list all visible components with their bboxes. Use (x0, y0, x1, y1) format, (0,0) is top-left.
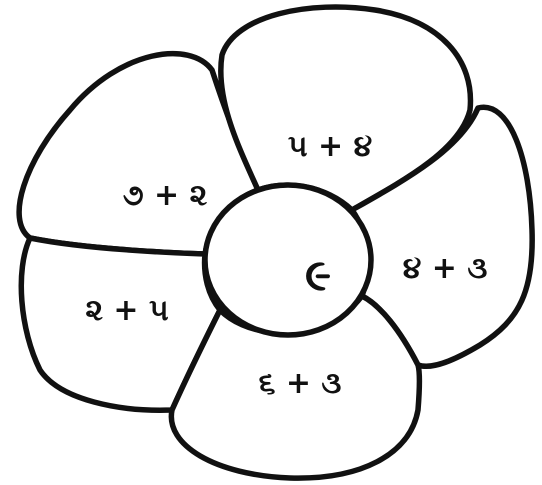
petal-bottom-label: ૬ + ૩ (259, 366, 342, 401)
petal-upper-left-label: ૭ + ૨ (123, 178, 208, 213)
flower-center (202, 182, 374, 338)
petal-lower-left-label: ૨ + ૫ (85, 293, 169, 328)
center-number: ૯ (305, 250, 331, 301)
petal-right-label: ૪ + ૩ (403, 251, 488, 286)
petal-top-label: ૫ + ૪ (288, 129, 372, 164)
